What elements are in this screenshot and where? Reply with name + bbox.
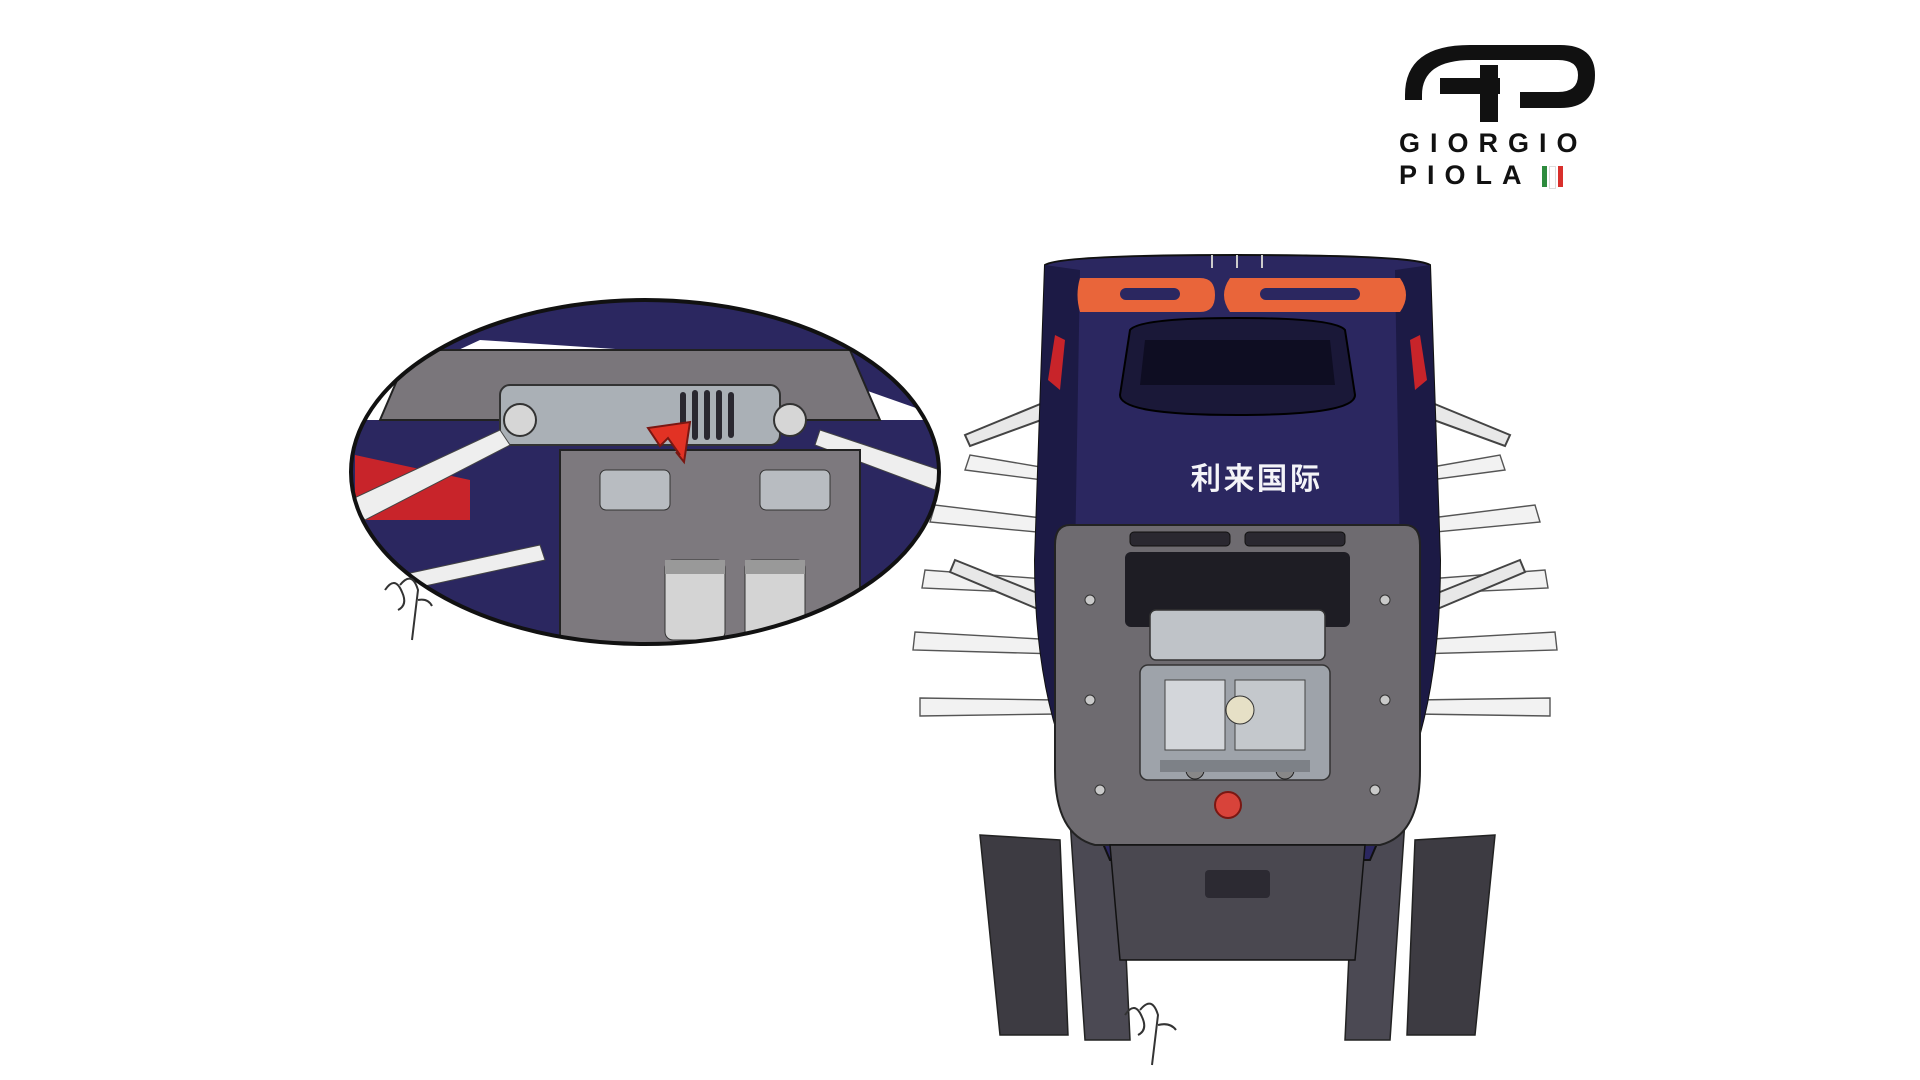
inset-ellipse-frame	[349, 298, 941, 646]
red-side-flash	[1048, 335, 1427, 390]
flag-stripe-green	[1542, 166, 1547, 187]
nose-underside	[1109, 844, 1366, 961]
steering-assembly	[1139, 609, 1331, 781]
underside-vent	[1205, 870, 1270, 898]
artist-signature-main	[1124, 1002, 1177, 1066]
bulkhead-opening	[1125, 552, 1350, 627]
artist-signature-inset	[384, 577, 433, 641]
bulkhead-slots	[1129, 531, 1346, 547]
flag-stripe-red	[1558, 166, 1563, 187]
logo-wordmark-line1: GIORGIO	[1399, 128, 1588, 158]
flag-stripe-white	[1549, 166, 1556, 189]
intake-opening	[1140, 340, 1335, 385]
bulkhead-bolts	[1084, 594, 1391, 796]
sponsor-text: 利来国际	[1191, 462, 1323, 497]
red-valve-fitting	[1214, 791, 1242, 819]
highlight-arrow	[646, 420, 692, 465]
logo-mark	[1405, 45, 1595, 122]
italian-flag-icon	[1542, 166, 1563, 189]
car-number-graphic	[1077, 278, 1406, 312]
camera-mounts	[1211, 255, 1263, 268]
logo-wordmark-line2: PIOLA	[1399, 160, 1532, 190]
